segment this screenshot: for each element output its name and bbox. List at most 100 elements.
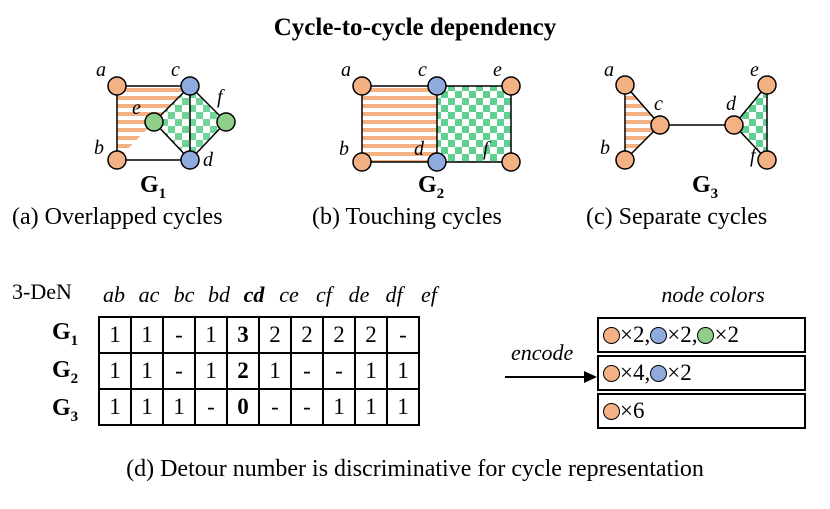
orange-node-dot-icon — [603, 364, 620, 382]
node-colors-row: ×6 — [597, 393, 806, 429]
g3-node-a — [615, 75, 635, 95]
node-count: ×2, — [667, 322, 698, 347]
g1-node-d — [180, 150, 200, 170]
caption-b: (b) Touching cycles — [312, 204, 502, 230]
g3-cycle-abc-fill — [625, 85, 660, 160]
graph-g3: a b c d e f — [600, 59, 777, 170]
node-count: ×2 — [667, 360, 692, 385]
den-column-header: df — [385, 282, 403, 307]
den-column-header: ac — [138, 282, 160, 307]
den-column-header: de — [348, 282, 370, 307]
den-cell: 1 — [130, 316, 164, 354]
g1-node-a — [107, 76, 127, 96]
orange-node-dot-icon — [603, 402, 620, 420]
den-row-label: G3 — [52, 395, 79, 425]
bottom-caption: (d) Detour number is discriminative for … — [126, 456, 704, 482]
g1-label-d: d — [203, 149, 214, 171]
g1-label-f: f — [217, 86, 225, 108]
den-cell: 1 — [162, 388, 196, 426]
den-cell: - — [162, 316, 196, 354]
g2-label-a: a — [341, 59, 351, 81]
den-cell: 1 — [386, 352, 420, 390]
den-cell: - — [322, 352, 356, 390]
den-cell: - — [386, 316, 420, 354]
den-column-header: bc — [173, 282, 195, 307]
den-cell: 1 — [354, 388, 388, 426]
den-cell: 2 — [226, 352, 260, 390]
g1-name: G1 — [140, 172, 167, 202]
den-cell: 1 — [386, 388, 420, 426]
g3-cycle-def-fill — [734, 85, 767, 160]
g2-node-e — [501, 76, 521, 96]
g2-name: G2 — [418, 172, 445, 202]
node-count: ×4, — [620, 360, 651, 385]
g1-label-b: b — [94, 137, 104, 159]
orange-node-dot-icon — [603, 326, 620, 344]
den-cell: 2 — [258, 316, 292, 354]
g1-node-b — [107, 150, 127, 170]
g1-cycle-abce-fill — [117, 86, 190, 160]
node-colors-row: ×2,×2,×2 — [597, 317, 806, 353]
g1-node-c — [180, 76, 200, 96]
g2-label-c: c — [418, 59, 427, 81]
g3-label-c: c — [654, 93, 663, 115]
den-cell: 1 — [98, 316, 132, 354]
graph-g2: a b c d e f — [339, 59, 521, 172]
g3-label-b: b — [600, 137, 610, 159]
g3-node-c — [650, 115, 670, 135]
den-cell: 1 — [98, 388, 132, 426]
den-cell: - — [258, 388, 292, 426]
den-cell: 3 — [226, 316, 260, 354]
den-cell: 2 — [290, 316, 324, 354]
den-cell: 1 — [258, 352, 292, 390]
figure-title: Cycle-to-cycle dependency — [273, 14, 557, 41]
den-cell: 1 — [130, 352, 164, 390]
g3-node-e — [757, 75, 777, 95]
den-column-header: ab — [103, 282, 125, 307]
caption-a: (a) Overlapped cycles — [12, 204, 223, 230]
g2-node-b — [352, 152, 372, 172]
g1-label-a: a — [96, 59, 106, 81]
den-column-header: ef — [421, 282, 437, 307]
den-cell: 1 — [130, 388, 164, 426]
den-cell: 1 — [322, 388, 356, 426]
den-column-header: cf — [316, 282, 332, 307]
g1-node-e — [144, 112, 164, 132]
g1-label-c: c — [171, 59, 180, 81]
caption-c: (c) Separate cycles — [586, 204, 768, 230]
den-cell: - — [290, 352, 324, 390]
green-node-dot-icon — [697, 326, 715, 344]
g3-node-f — [757, 150, 777, 170]
den-cell: 1 — [194, 352, 228, 390]
g3-label-a: a — [604, 59, 614, 81]
den-row-label: G2 — [52, 357, 79, 387]
den-cell: 1 — [354, 352, 388, 390]
den-table-label: 3-DeN — [12, 279, 72, 304]
den-cell: 1 — [194, 316, 228, 354]
blue-node-dot-icon — [650, 364, 668, 382]
node-count: ×2 — [714, 322, 739, 347]
node-count: ×6 — [620, 398, 645, 423]
den-cell: 2 — [322, 316, 356, 354]
den-cell: 0 — [226, 388, 260, 426]
den-cell: 2 — [354, 316, 388, 354]
den-column-header: cd — [243, 282, 265, 307]
g2-node-f — [501, 152, 521, 172]
blue-node-dot-icon — [650, 326, 668, 344]
g3-node-d — [724, 115, 744, 135]
g3-node-b — [615, 150, 635, 170]
graph-g1: a b c d e f — [94, 59, 236, 171]
den-cell: - — [194, 388, 228, 426]
g3-label-f: f — [750, 145, 758, 167]
g2-label-d: d — [414, 138, 425, 160]
g2-label-f: f — [483, 138, 491, 160]
encode-arrow — [505, 371, 597, 383]
g2-cycle-cefd-fill — [437, 86, 511, 162]
g2-label-e: e — [493, 59, 502, 81]
g1-label-e: e — [132, 97, 141, 119]
